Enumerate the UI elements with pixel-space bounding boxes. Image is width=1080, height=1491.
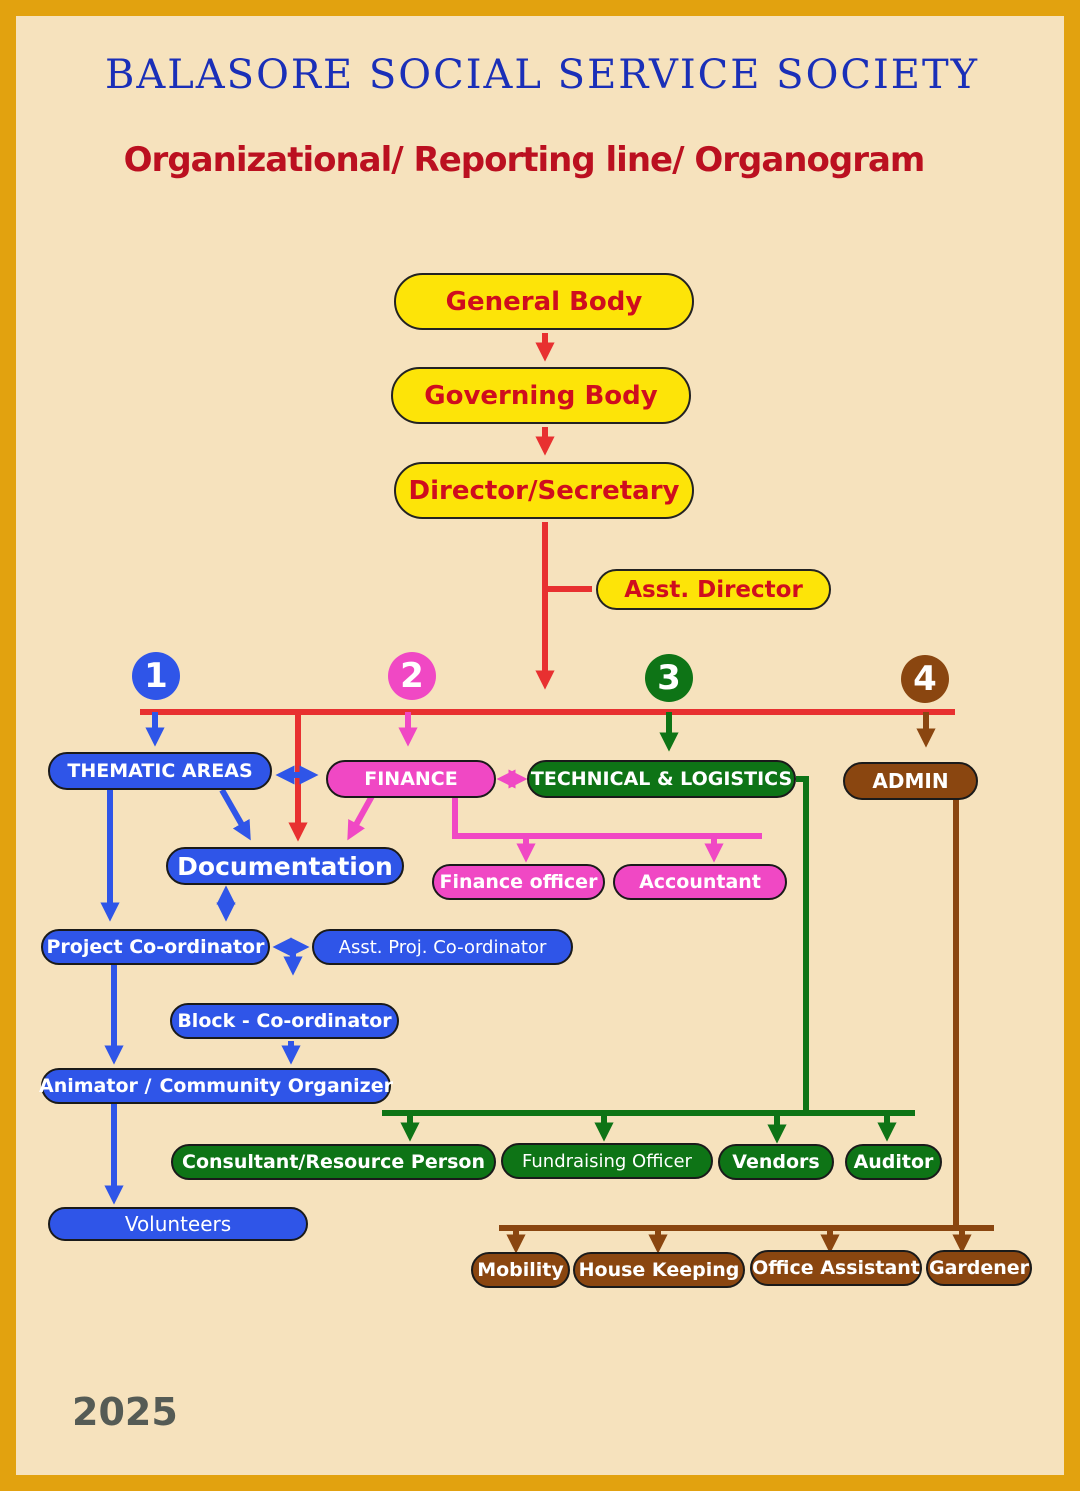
general-body-node: General Body	[394, 273, 694, 330]
auditor-node: Auditor	[845, 1144, 942, 1180]
badge-4: 4	[901, 655, 949, 703]
badge-2: 2	[388, 652, 436, 700]
badge-1: 1	[132, 652, 180, 700]
gardener-node: Gardener	[926, 1250, 1032, 1286]
director-node: Director/Secretary	[394, 462, 694, 519]
chart-subtitle: Organizational/ Reporting line/ Organogr…	[123, 140, 926, 180]
year-label: 2025	[72, 1390, 178, 1434]
finance-node: FINANCE	[326, 760, 496, 798]
vendors-node: Vendors	[718, 1144, 834, 1180]
documentation-node: Documentation	[166, 847, 404, 885]
admin-node: ADMIN	[843, 762, 978, 800]
project-coordinator-node: Project Co-ordinator	[41, 929, 270, 965]
consultant-node: Consultant/Resource Person	[171, 1144, 496, 1180]
house-keeping-node: House Keeping	[573, 1252, 745, 1288]
volunteers-node: Volunteers	[48, 1207, 308, 1241]
animator-community-organizer-node: Animator / Community Organizer	[39, 1068, 393, 1104]
fundraising-officer-node: Fundraising Officer	[501, 1143, 713, 1179]
office-assistant-node: Office Assistant	[750, 1250, 922, 1286]
asst-director-node: Asst. Director	[596, 569, 831, 610]
governing-body-node: Governing Body	[391, 367, 691, 424]
finance-officer-node: Finance officer	[432, 864, 605, 900]
block-coordinator-node: Block - Co-ordinator	[170, 1003, 399, 1039]
mobility-node: Mobility	[471, 1252, 570, 1288]
badge-3: 3	[645, 654, 693, 702]
thematic-areas-node: THEMATIC AREAS	[48, 752, 272, 790]
animator-label: Animator /	[39, 1075, 152, 1097]
community-organizer-label: Community Organizer	[159, 1075, 393, 1097]
organization-title: BALASORE SOCIAL SERVICE SOCIETY	[104, 52, 980, 98]
technical-logistics-node: TECHNICAL & LOGISTICS	[527, 760, 796, 798]
asst-proj-coordinator-node: Asst. Proj. Co-ordinator	[312, 929, 573, 965]
accountant-node: Accountant	[613, 864, 787, 900]
